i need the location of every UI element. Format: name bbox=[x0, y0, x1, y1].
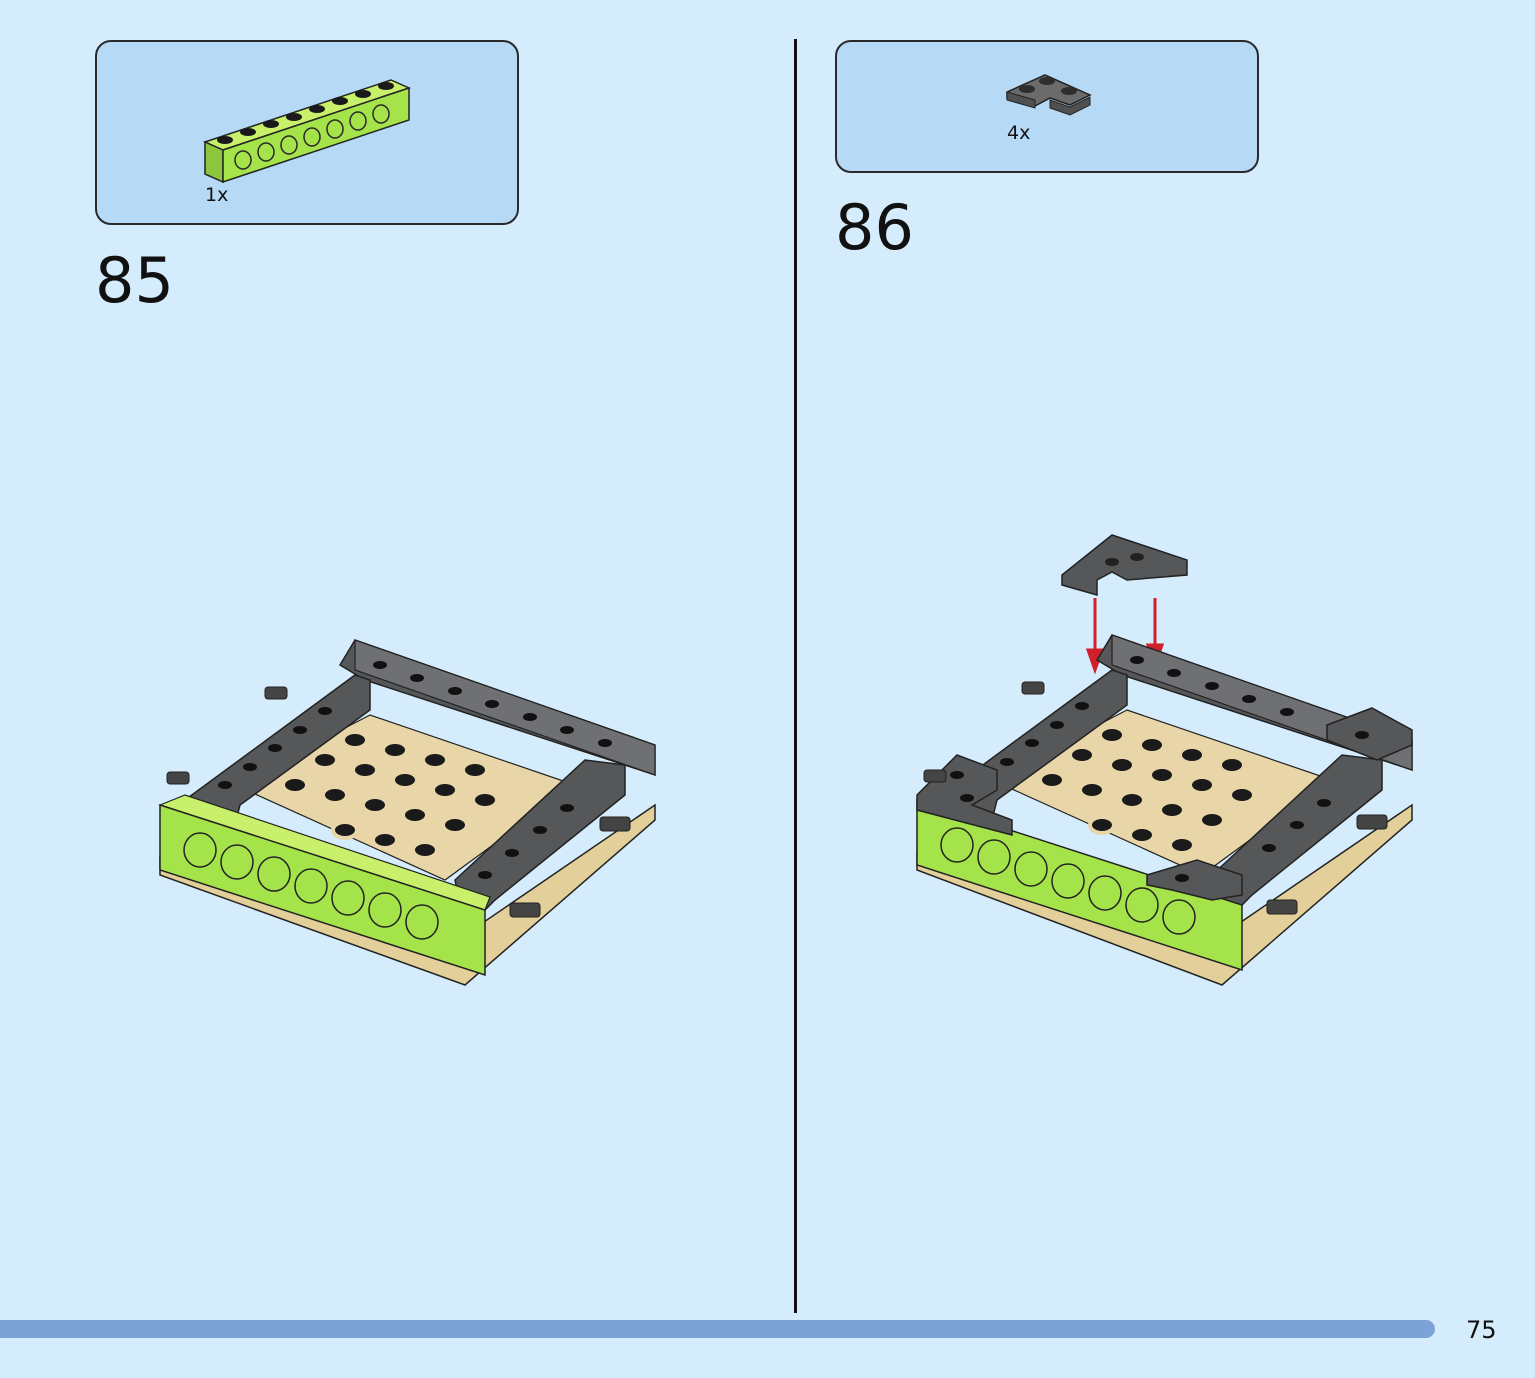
dark-gray-corner-plate-2x2-icon bbox=[1006, 74, 1092, 116]
part-quantity: 1x bbox=[205, 184, 229, 206]
parts-callout-step-86: 4x bbox=[835, 40, 1259, 173]
step-86-model-illustration bbox=[916, 534, 1413, 986]
step-number: 86 bbox=[835, 191, 914, 264]
step-divider bbox=[794, 39, 797, 1313]
step-number: 85 bbox=[95, 244, 174, 317]
part-quantity: 4x bbox=[1007, 122, 1031, 144]
parts-callout-step-85: 1x bbox=[95, 40, 519, 225]
step-85-model-illustration bbox=[158, 639, 656, 986]
page-number: 75 bbox=[1466, 1316, 1497, 1344]
lime-technic-brick-1x8-icon bbox=[202, 79, 412, 184]
progress-bar bbox=[0, 1320, 1435, 1338]
corner-plate-floating bbox=[1061, 534, 1188, 596]
